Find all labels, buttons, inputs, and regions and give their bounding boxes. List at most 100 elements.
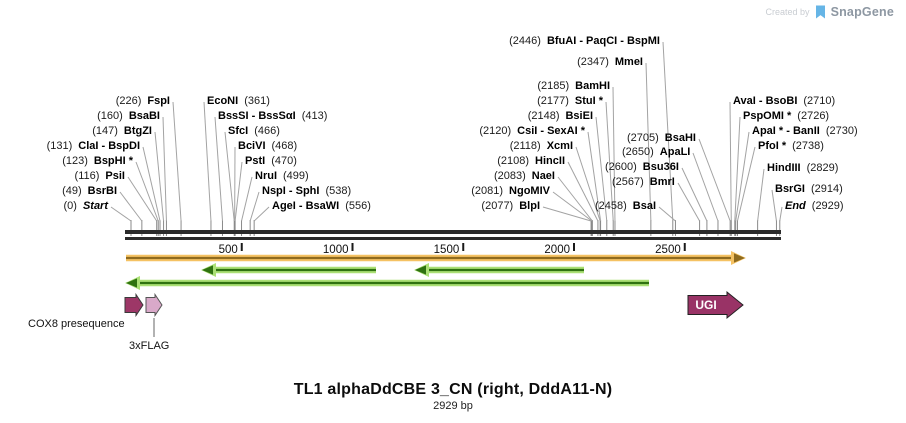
site-connector bbox=[771, 189, 777, 222]
site-label-bsahi: (2705)BsaHI bbox=[627, 132, 696, 144]
site-label-apali: (2650)ApaLI bbox=[622, 146, 691, 158]
site-connector bbox=[662, 41, 674, 222]
site-label-hindiii: HindIII(2829) bbox=[767, 162, 839, 174]
site-label-bcivi: BciVI(468) bbox=[238, 140, 298, 152]
sequence-bar-top bbox=[125, 230, 781, 234]
site-label-apaibanii: ApaI * - BanII(2730) bbox=[752, 125, 858, 137]
site-connector bbox=[587, 131, 602, 222]
site-connector bbox=[605, 101, 614, 222]
site-label-pspomi: PspOMI *(2726) bbox=[743, 110, 830, 122]
site-label-econi: EcoNI(361) bbox=[207, 95, 270, 107]
site-label-bsssibsssi: BssSI - BssSαI(413) bbox=[218, 110, 328, 122]
feature-arrow-ugi bbox=[687, 290, 744, 320]
site-connector bbox=[552, 191, 593, 222]
snapgene-logo-icon bbox=[815, 5, 826, 19]
site-label-hincii: (2108)HincII bbox=[497, 155, 565, 167]
site-connector bbox=[542, 206, 592, 222]
site-connector bbox=[142, 146, 161, 222]
site-label-bsrgi: BsrGI(2914) bbox=[775, 183, 843, 195]
site-connector bbox=[224, 131, 235, 222]
site-connector bbox=[595, 116, 608, 222]
site-connector bbox=[658, 206, 676, 222]
green-arrowhead bbox=[415, 265, 426, 275]
feature-label-3xflag: 3xFLAG bbox=[129, 340, 170, 352]
site-connector bbox=[698, 138, 731, 222]
site-connector bbox=[135, 161, 159, 222]
brand-text: SnapGene bbox=[830, 5, 894, 19]
site-connector bbox=[154, 131, 165, 222]
site-label-claibspdi: (131)ClaI - BspDI bbox=[46, 140, 140, 152]
site-connector bbox=[734, 116, 741, 222]
site-label-bsiei: (2148)BsiEI bbox=[527, 110, 593, 122]
site-connector bbox=[249, 191, 260, 222]
map-length: 2929 bp bbox=[433, 400, 473, 412]
created-by-text: Created by bbox=[765, 7, 810, 17]
site-connector bbox=[203, 101, 212, 222]
site-label-end: End(2929) bbox=[785, 200, 844, 212]
map-title: TL1 alphaDdCBE 3_CN (right, DddA11-N) bbox=[293, 381, 613, 398]
site-label-stui: (2177)StuI * bbox=[537, 95, 603, 107]
feature-label-ugi: UGI bbox=[695, 298, 717, 312]
site-label-blpi: (2077)BlpI bbox=[481, 200, 540, 212]
site-label-bsu36i: (2600)Bsu36I bbox=[605, 161, 679, 173]
site-label-bfuaipaqcibspmi: (2446)BfuAI - PaqCI - BspMI bbox=[509, 35, 660, 47]
site-connector bbox=[681, 167, 708, 222]
site-label-btgzi: (147)BtgZI bbox=[92, 125, 152, 137]
site-label-bsai: (2458)BsaI bbox=[595, 200, 657, 212]
site-connector bbox=[692, 152, 719, 222]
site-label-bamhi: (2185)BamHI bbox=[537, 80, 610, 92]
site-label-ageibsawi: AgeI - BsaWI(556) bbox=[272, 200, 371, 212]
orange-arrowhead bbox=[734, 253, 745, 263]
site-connector bbox=[612, 86, 616, 222]
watermark: Created by SnapGene bbox=[766, 5, 894, 19]
site-label-start: (0)Start bbox=[63, 200, 108, 212]
site-label-naei: (2083)NaeI bbox=[493, 170, 555, 182]
green-arrowhead bbox=[126, 278, 137, 288]
sequence-bar-bottom bbox=[125, 237, 781, 240]
site-connector bbox=[736, 146, 756, 222]
site-connector bbox=[253, 206, 270, 222]
ruler-tick-label: 500 bbox=[219, 244, 238, 256]
ruler-tick-label: 2000 bbox=[544, 244, 570, 256]
ruler-tick-label: 2500 bbox=[655, 244, 681, 256]
site-label-psti: PstI(470) bbox=[245, 155, 297, 167]
site-connector bbox=[779, 206, 783, 222]
site-label-nspisphi: NspI - SphI(538) bbox=[262, 185, 352, 197]
ruler-tick-label: 1500 bbox=[434, 244, 460, 256]
site-connector bbox=[567, 161, 599, 222]
feature-arrow-cox8-presequence bbox=[124, 292, 144, 318]
site-connector bbox=[110, 206, 132, 222]
site-label-csiisexai: (2120)CsiI - SexAI * bbox=[479, 125, 585, 137]
feature-arrow-3xflag bbox=[145, 292, 163, 318]
site-label-bmri: (2567)BmrI bbox=[612, 176, 675, 188]
ruler-tick-label: 1000 bbox=[323, 244, 349, 256]
site-label-avaibsobi: AvaI - BsoBI(2710) bbox=[733, 95, 836, 107]
site-label-bsphi: (123)BspHI * bbox=[62, 155, 133, 167]
site-connector bbox=[214, 116, 223, 222]
site-label-xcmi: (2118)XcmI bbox=[509, 140, 573, 152]
site-label-ngomiv: (2081)NgoMIV bbox=[471, 185, 550, 197]
feature-label-cox8-presequence: COX8 presequence bbox=[28, 318, 125, 330]
site-connector bbox=[162, 116, 167, 222]
green-arrowhead bbox=[202, 265, 213, 275]
site-connector bbox=[757, 168, 765, 222]
site-connector bbox=[677, 182, 701, 222]
site-label-bsrbi: (49)BsrBI bbox=[62, 185, 117, 197]
site-connector bbox=[645, 62, 652, 222]
site-label-sfci: SfcI(466) bbox=[228, 125, 280, 137]
site-connector bbox=[575, 146, 601, 222]
site-label-psii: (116)PsiI bbox=[74, 170, 125, 182]
site-connector bbox=[729, 101, 732, 222]
site-connector bbox=[127, 176, 158, 222]
site-label-nrui: NruI(499) bbox=[255, 170, 309, 182]
site-connector bbox=[172, 101, 182, 222]
site-label-bsabi: (160)BsaBI bbox=[97, 110, 160, 122]
site-connector bbox=[241, 176, 253, 222]
site-connector bbox=[119, 191, 143, 222]
site-label-mmei: (2347)MmeI bbox=[577, 56, 643, 68]
site-connector bbox=[234, 161, 243, 222]
site-label-pfoi: PfoI *(2738) bbox=[758, 140, 824, 152]
site-connector bbox=[557, 176, 593, 222]
